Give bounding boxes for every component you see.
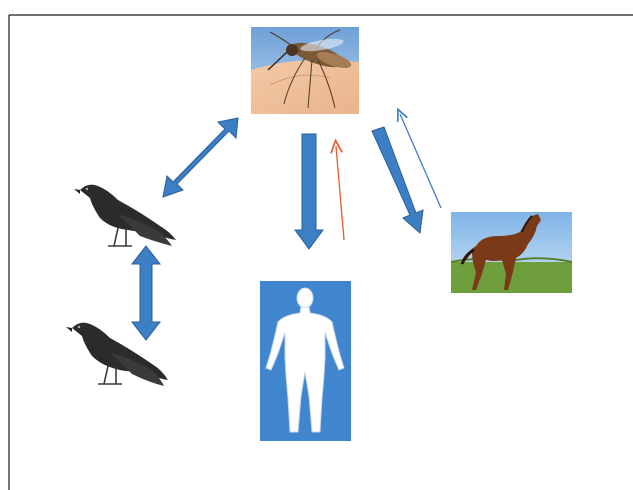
arrow-mosquito-human bbox=[295, 134, 323, 249]
human-silhouette-icon bbox=[260, 281, 351, 441]
crow-upper-icon bbox=[74, 185, 176, 246]
arrow-human-mosquito bbox=[336, 146, 344, 240]
arrow-crow-crow bbox=[132, 246, 160, 340]
arrow-mosquito-horse bbox=[372, 127, 423, 233]
horse-photo bbox=[451, 212, 572, 293]
arrow-mosquito-crow bbox=[163, 118, 238, 197]
mosquito-photo bbox=[251, 27, 359, 114]
